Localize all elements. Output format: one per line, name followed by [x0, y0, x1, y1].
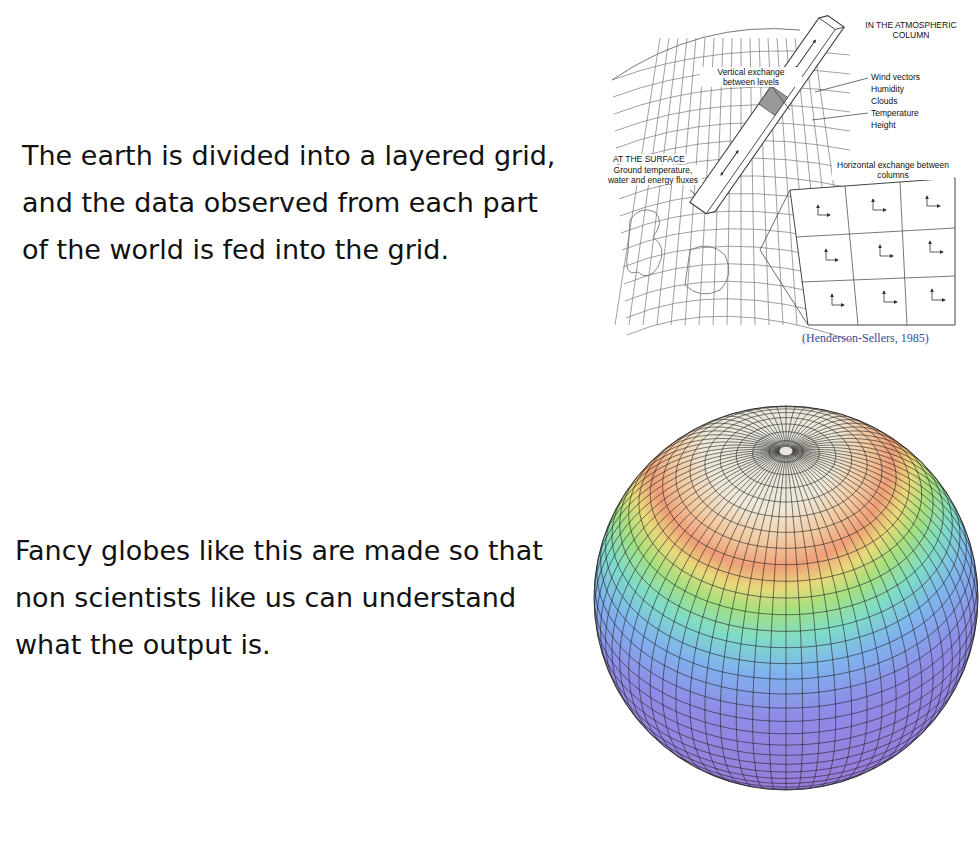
grid-line	[596, 622, 976, 734]
grid-line	[793, 451, 978, 598]
grid-line	[736, 455, 784, 787]
grid-line	[787, 455, 819, 788]
grid-line	[792, 454, 944, 739]
grid-line	[594, 451, 779, 593]
grid-line	[791, 427, 887, 448]
grid-line	[786, 455, 787, 790]
grid-line	[606, 453, 780, 693]
grid-line	[710, 420, 783, 448]
grid-line	[627, 210, 662, 276]
diagram-label: Height	[870, 120, 897, 130]
globe	[594, 406, 978, 790]
grid-line	[793, 451, 978, 619]
grid-line	[612, 453, 780, 710]
globe-grid	[594, 406, 978, 790]
diagram-label: Ground temperature, water and energy flu…	[604, 165, 702, 185]
grid-line	[792, 445, 951, 500]
caption-text: Fancy globes like this are made so that …	[15, 527, 575, 668]
grid-line	[769, 455, 785, 789]
grid-line	[790, 423, 875, 448]
grid-line	[601, 449, 779, 546]
grid-line	[793, 449, 971, 546]
grid-line	[676, 455, 782, 773]
grid-line	[787, 407, 807, 447]
grid-line	[621, 445, 780, 500]
grid-line	[786, 406, 787, 447]
grid-line	[620, 453, 781, 725]
grid-line	[787, 455, 803, 789]
grid-line	[789, 416, 852, 447]
grid-line	[787, 406, 797, 446]
grid-line	[753, 455, 785, 788]
grid-line	[600, 645, 972, 746]
grid-line	[788, 455, 851, 785]
diagram-label: Humidity	[870, 84, 905, 94]
grid-line	[793, 448, 963, 523]
grid-line	[663, 454, 782, 766]
grid-line	[791, 454, 922, 759]
grid-line	[775, 406, 785, 446]
grid-line	[595, 451, 780, 619]
diagram-label: Horizontal exchange between columns	[832, 160, 954, 180]
grid-line	[789, 455, 882, 777]
grid-line	[792, 439, 927, 468]
grid-line	[788, 409, 818, 447]
grid-line	[659, 435, 781, 455]
diagram-label: Wind vectors	[870, 72, 921, 82]
grid-line	[792, 442, 940, 483]
diagram-label: Temperature	[870, 108, 920, 118]
grid-line	[793, 451, 977, 572]
column-grid-box	[760, 178, 955, 325]
grid-line	[792, 453, 953, 725]
caption-text: The earth is divided into a layered grid…	[22, 132, 562, 273]
diagram-label: IN THE ATMOSPHERIC COLUMN	[850, 20, 972, 40]
grid-line	[632, 442, 780, 483]
diagram-label: AT THE SURFACE	[612, 154, 686, 164]
citation: (Henderson-Sellers, 1985)	[802, 331, 972, 346]
diagram-label: Vertical exchange between levels	[700, 67, 802, 87]
globe-outline	[594, 406, 978, 790]
grid-line	[792, 453, 966, 693]
diagram-label: Clouds	[870, 96, 898, 106]
grid-line	[788, 455, 836, 787]
grid-line	[793, 452, 976, 645]
grid-line	[596, 451, 780, 572]
grid-line	[744, 411, 784, 447]
grid-line	[789, 455, 867, 782]
grid-line	[790, 454, 909, 766]
grid-line	[685, 246, 729, 294]
grid-line	[597, 452, 780, 645]
grid-line	[614, 87, 850, 114]
atmospheric-column	[690, 12, 844, 217]
grid-line	[650, 454, 781, 759]
grid-line	[791, 454, 933, 749]
grid-line	[789, 413, 841, 447]
grid-line	[788, 411, 828, 447]
grid-line	[601, 452, 780, 669]
grid-line	[639, 454, 781, 749]
grid-line	[629, 454, 781, 739]
grid-line	[793, 452, 972, 669]
